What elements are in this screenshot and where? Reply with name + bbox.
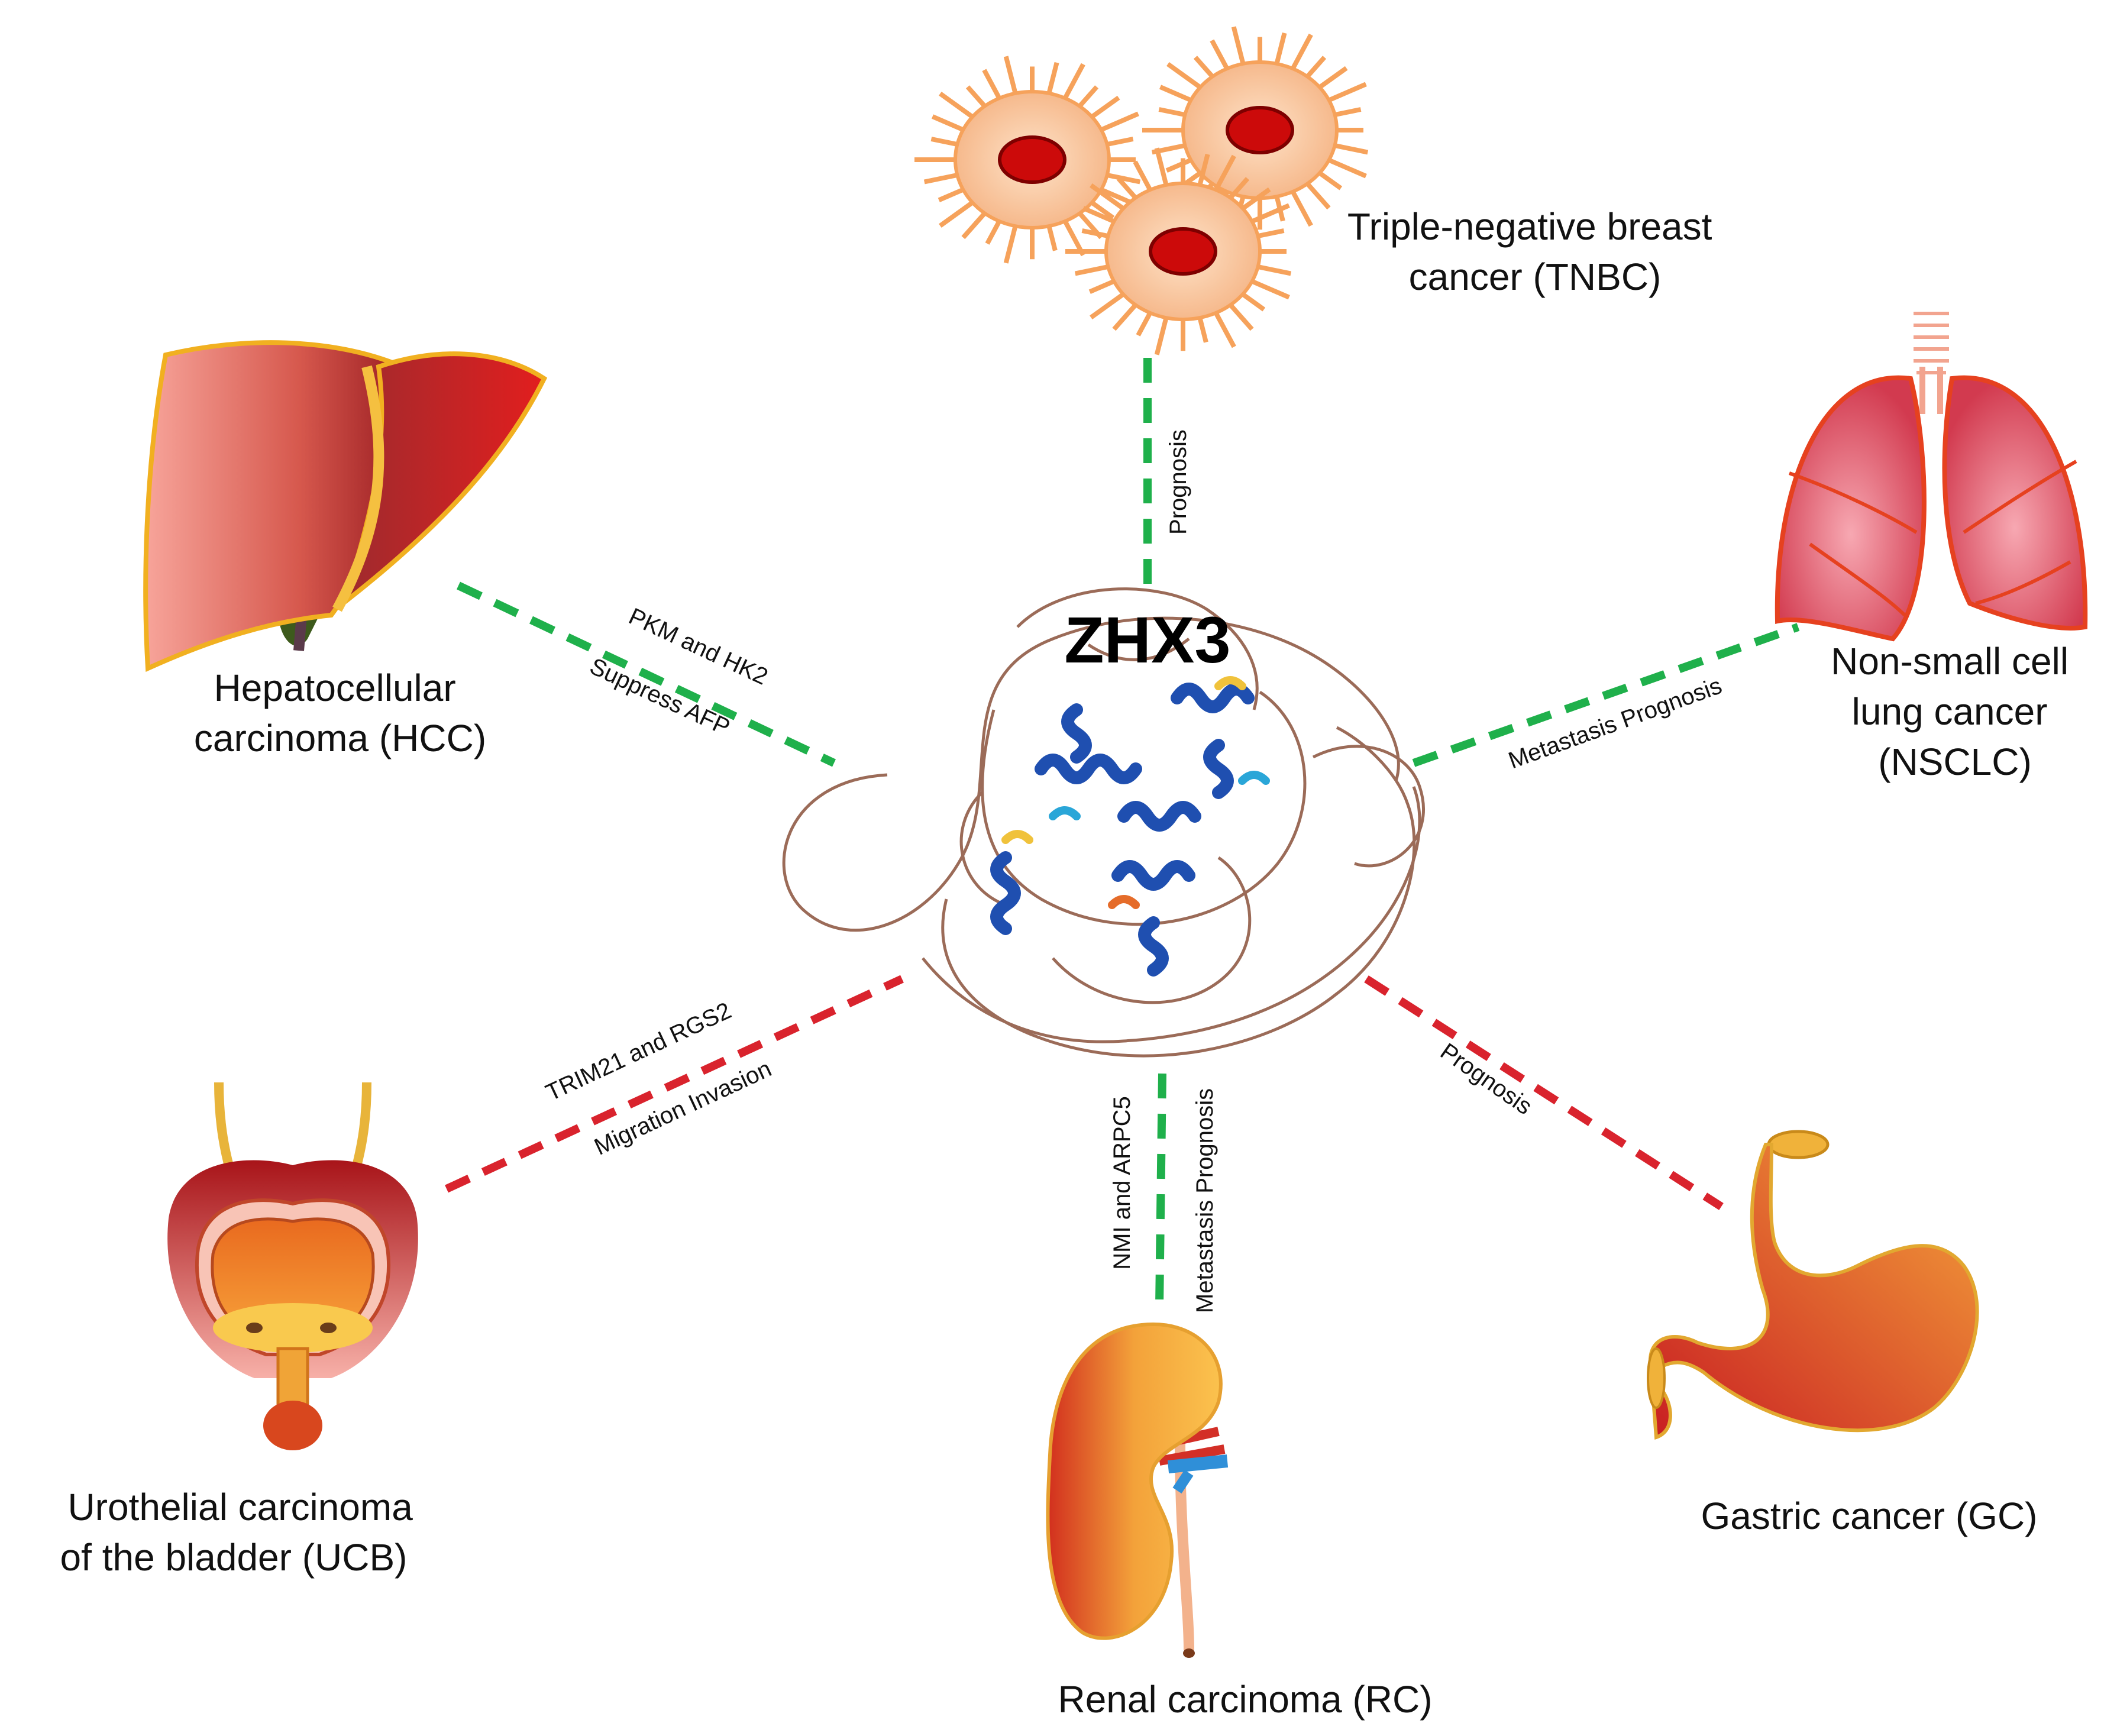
label-tnbc-line-2: cancer (TNBC) xyxy=(1409,256,1662,298)
liver-icon xyxy=(143,340,548,673)
label-tnbc-line-1: Triple-negative breast xyxy=(1347,205,1712,248)
link-rc xyxy=(1155,1073,1166,1308)
bladder-icon xyxy=(167,1082,418,1450)
label-nsclc: Non-small cell lung cancer (NSCLC) xyxy=(1831,640,2079,783)
node-rc: Renal carcinoma (RC) xyxy=(1046,1322,1433,1721)
link-label-tnbc: Prognosis xyxy=(1165,429,1191,535)
label-tnbc: Triple-negative breast cancer (TNBC) xyxy=(1347,205,1722,298)
link-nsclc xyxy=(1412,623,1800,767)
label-gc-line-1: Gastric cancer (GC) xyxy=(1701,1495,2038,1537)
stomach-icon xyxy=(1647,1130,1979,1440)
label-gc: Gastric cancer (GC) xyxy=(1701,1495,2038,1537)
label-hcc-line-2: carcinoma (HCC) xyxy=(194,717,486,759)
label-hcc-line-1: Hepatocellular xyxy=(214,667,456,709)
link-hcc xyxy=(457,581,836,767)
link-label-rc-effect: Metastasis Prognosis xyxy=(1192,1088,1218,1313)
protein-loops xyxy=(782,587,1425,1058)
link-label-rc-mechanism: NMI and ARPC5 xyxy=(1109,1096,1135,1269)
label-nsclc-line-1: Non-small cell xyxy=(1831,640,2068,683)
label-nsclc-line-3: (NSCLC) xyxy=(1878,741,2032,783)
label-rc: Renal carcinoma (RC) xyxy=(1058,1678,1432,1721)
node-tnbc: Triple-negative breast cancer (TNBC) xyxy=(914,26,1722,355)
node-gc: Gastric cancer (GC) xyxy=(1647,1130,2038,1537)
label-nsclc-line-2: lung cancer xyxy=(1852,690,2048,733)
lungs-icon xyxy=(1775,312,2088,642)
protein-accents xyxy=(1001,676,1270,909)
node-hcc: Hepatocellular carcinoma (HCC) xyxy=(143,340,548,759)
protein-helices xyxy=(990,683,1255,977)
label-ucb-line-1: Urothelial carcinoma xyxy=(67,1486,413,1528)
kidney-icon xyxy=(1046,1322,1229,1658)
center-label: ZHX3 xyxy=(1064,604,1230,677)
label-hcc: Hepatocellular carcinoma (HCC) xyxy=(194,667,486,759)
zhx3-protein: ZHX3 xyxy=(782,587,1425,1058)
label-ucb: Urothelial carcinoma of the bladder (UCB… xyxy=(60,1486,424,1579)
label-ucb-line-2: of the bladder (UCB) xyxy=(60,1536,408,1579)
label-rc-line-1: Renal carcinoma (RC) xyxy=(1058,1678,1432,1721)
cancer-cells-icon xyxy=(914,26,1369,355)
node-nsclc: Non-small cell lung cancer (NSCLC) xyxy=(1775,312,2088,783)
links xyxy=(445,358,1800,1308)
link-gc xyxy=(1364,975,1724,1210)
node-ucb: Urothelial carcinoma of the bladder (UCB… xyxy=(60,1082,424,1579)
link-ucb xyxy=(445,975,904,1193)
